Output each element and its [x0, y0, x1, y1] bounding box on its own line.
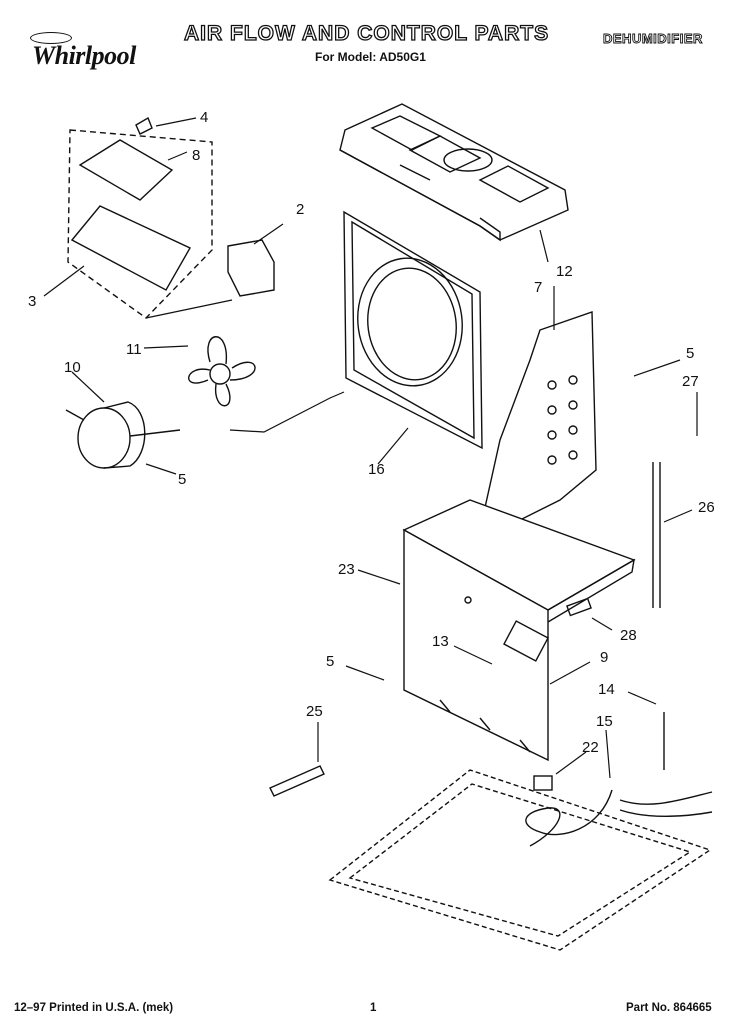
print-info: 12–97 Printed in U.S.A. (mek): [14, 1002, 174, 1014]
part-28-bracket: [566, 597, 592, 617]
callout-12: 12: [556, 263, 573, 280]
base-pan: [328, 769, 712, 951]
part-25-tie: [269, 765, 325, 797]
callout-3: 3: [28, 293, 36, 310]
callout-2: 2: [296, 201, 304, 218]
product-category: DEHUMIDIFIER: [603, 31, 703, 47]
logo-swoosh: [30, 32, 72, 44]
callout-4: 4: [200, 109, 208, 126]
callout-15: 15: [596, 713, 613, 730]
callout-5-base: 5: [326, 653, 334, 670]
power-cord-group: [269, 712, 713, 847]
callout-10: 10: [64, 359, 81, 376]
callout-22: 22: [582, 739, 599, 756]
callout-8: 8: [192, 147, 200, 164]
callout-9: 9: [600, 649, 608, 666]
callout-27: 27: [682, 373, 699, 390]
part-number: Part No. 864665: [626, 1002, 712, 1014]
part-7-side-panel: [479, 311, 597, 531]
model-subtitle: For Model: AD50G1: [315, 50, 426, 64]
part-23-cabinet: [402, 499, 636, 762]
callout-16: 16: [368, 461, 385, 478]
part-11-fan-blade: [188, 336, 256, 407]
part-16-shroud: [343, 210, 483, 450]
whirlpool-logo: Whirlpool: [14, 30, 154, 70]
callout-14: 14: [598, 681, 615, 698]
callout-5-panel: 5: [686, 345, 694, 362]
part-12-top-grille: [339, 103, 569, 242]
callout-11: 11: [126, 341, 142, 358]
callout-5-motor: 5: [178, 471, 186, 488]
callout-23: 23: [338, 561, 355, 578]
callout-26: 26: [698, 499, 715, 516]
leader-lines: [43, 117, 698, 779]
part-26-rod: [652, 462, 661, 608]
part-10-motor: [65, 401, 181, 469]
callout-13: 13: [432, 633, 449, 650]
page-title: AIR FLOW AND CONTROL PARTS: [183, 21, 550, 45]
control-panel-assembly: [67, 116, 275, 319]
callout-7: 7: [534, 279, 542, 296]
callout-28: 28: [620, 627, 637, 644]
callout-25: 25: [306, 703, 323, 720]
part-22-clip: [533, 775, 553, 791]
callout-labels: 4 8 2 3 10 11 5 16 7 12 5 27 26 23 28 13…: [28, 109, 715, 756]
brand-name: Whirlpool: [32, 41, 136, 70]
page-number: 1: [370, 1002, 377, 1014]
